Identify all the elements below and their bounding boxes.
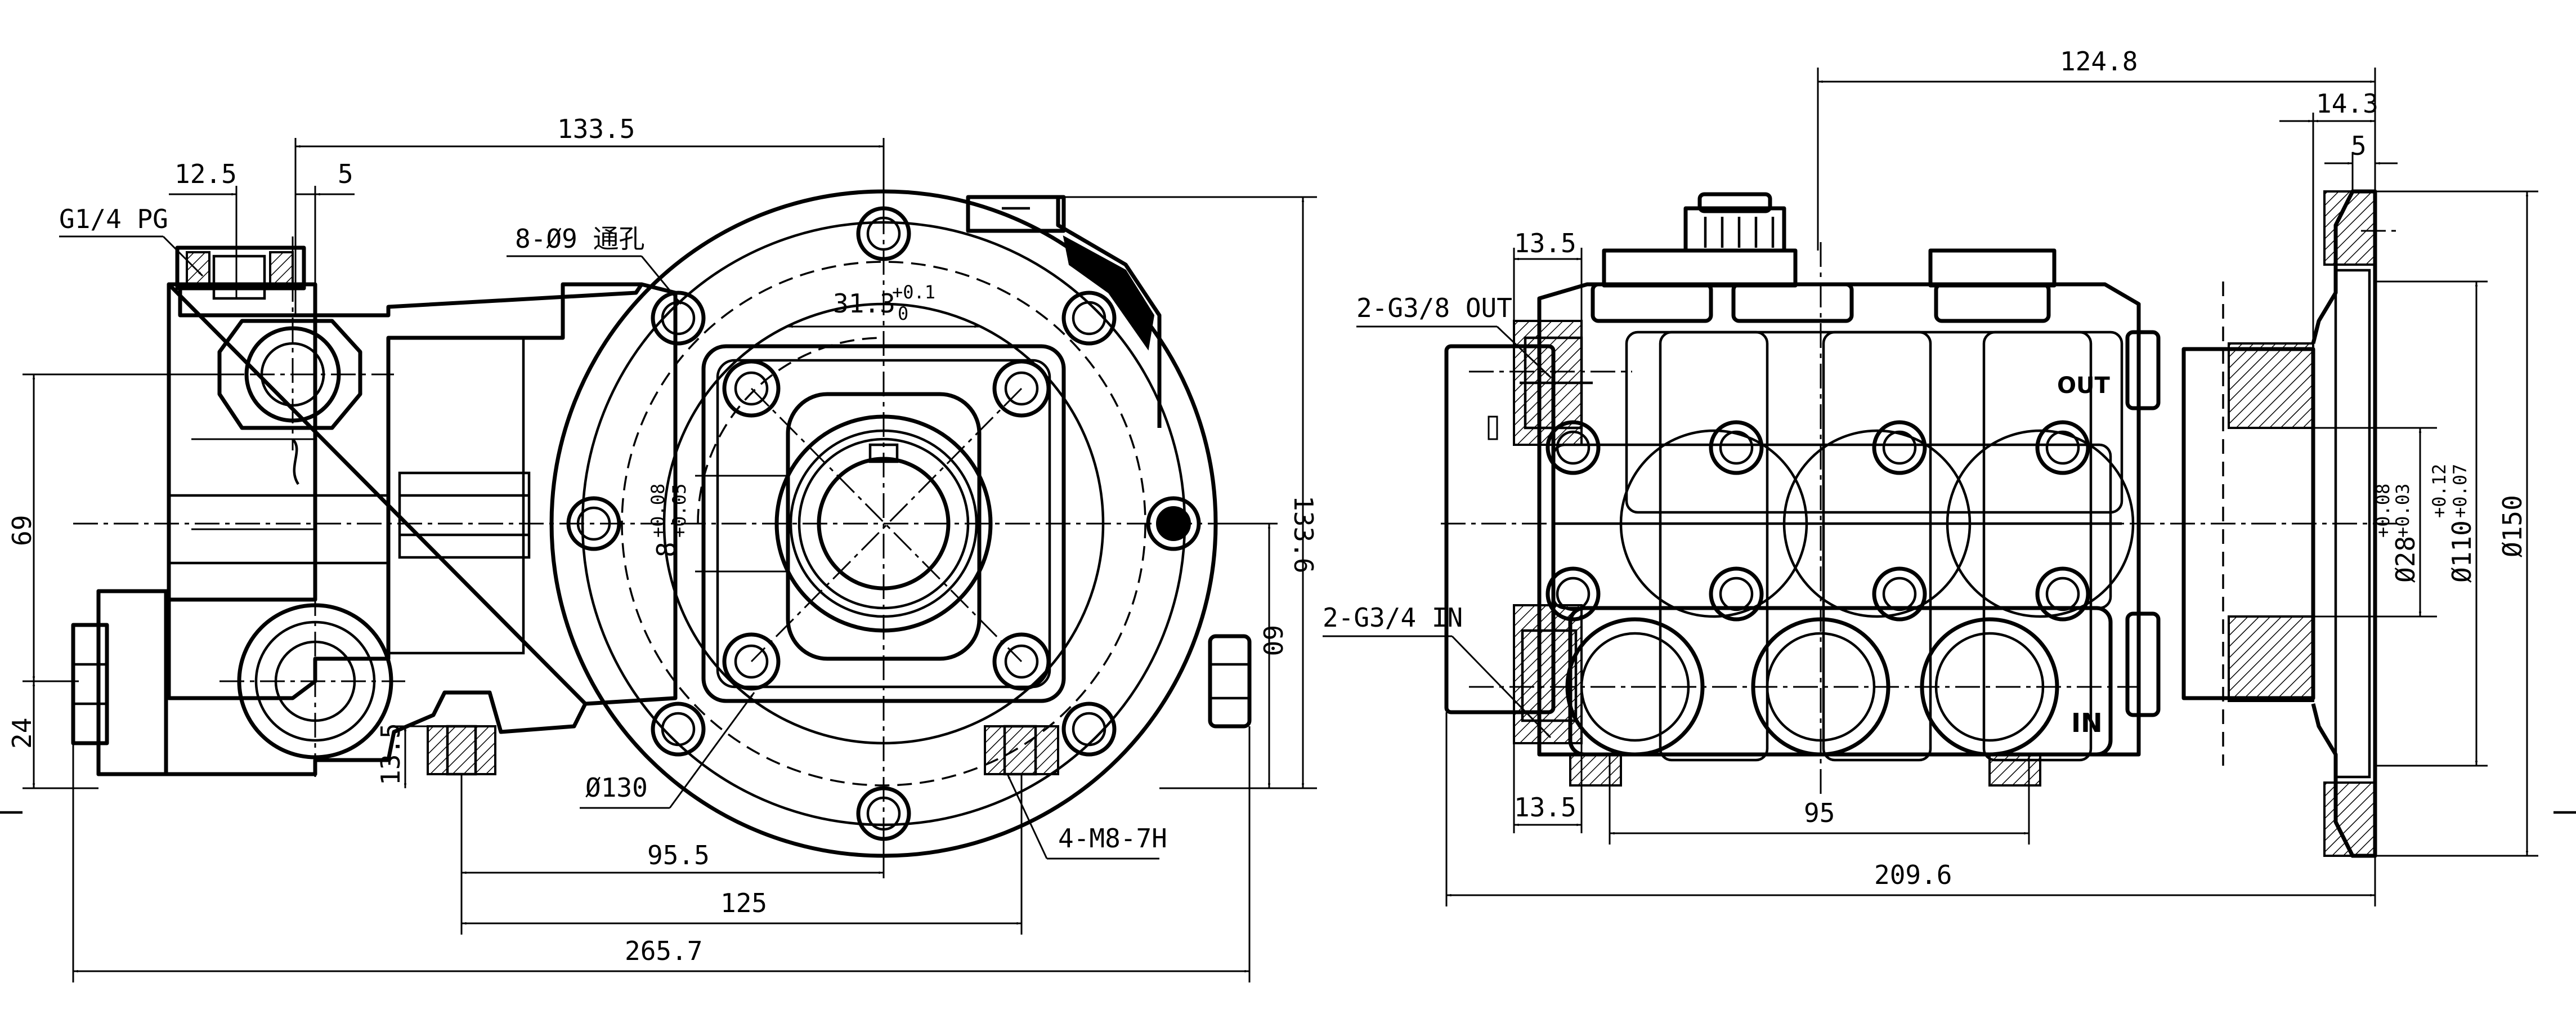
- dim-5-left: 5: [338, 159, 353, 189]
- left-lower-block: [96, 589, 168, 776]
- right-manifold-outline: [1537, 282, 2141, 757]
- left-lower-nut: [71, 623, 109, 745]
- left-plug-hatch-l: [186, 251, 210, 286]
- label-g3-4-in: 2-G3/4 IN: [1323, 602, 1463, 633]
- left-inlet-block: [167, 282, 317, 602]
- tol-31-3-lower: 0: [898, 303, 908, 324]
- dim-69: 69: [7, 515, 37, 546]
- left-inlet-hex: [217, 319, 362, 430]
- tol-8-lower: +0.05: [669, 484, 690, 538]
- left-plug-core: [212, 254, 266, 300]
- dim-5-right: 5: [2351, 131, 2367, 161]
- label-g3-8-out: 2-G3/8 OUT: [1356, 293, 1512, 323]
- left-view-pump-side: 133.5 12.5 5 G1/4 PG 8-Ø9 通孔 31.3 +0.1 0…: [7, 114, 1319, 982]
- dim-125: 125: [720, 888, 767, 918]
- dim-124-8: 124.8: [2060, 46, 2138, 77]
- dim-209-6: 209.6: [1874, 860, 1952, 890]
- left-body-outline: [96, 282, 644, 776]
- tol-110-lower: +0.07: [2449, 464, 2471, 518]
- left-stud-1: [427, 725, 496, 775]
- dim-phi-110: Ø110: [2447, 520, 2477, 583]
- right-flange-top: [2323, 190, 2376, 266]
- dim-133-5: 133.5: [557, 114, 635, 144]
- dim-phi-130: Ø130: [585, 772, 648, 803]
- tol-110-upper: +0.12: [2429, 464, 2450, 518]
- dim-24: 24: [7, 718, 37, 749]
- right-gauge-fitting: [1683, 206, 1786, 253]
- tol-8-upper: +0.08: [647, 484, 669, 538]
- thread-g1-4-pg: G1/4 PG: [59, 204, 168, 234]
- right-inlet-side-port: [1513, 604, 1583, 744]
- left-plug-hatch-r: [269, 251, 294, 286]
- dim-133-6: 133.6: [1288, 495, 1319, 573]
- dim-13-5-left: 13.5: [375, 723, 406, 785]
- mark-in: IN: [2071, 708, 2103, 738]
- dim-95: 95: [1804, 798, 1835, 828]
- tol-31-3-upper: +0.1: [892, 282, 935, 303]
- right-view-manifold-front: OUT IN 124.8 14.3 5: [1323, 46, 2538, 906]
- thread-m8: 4-M8-7H: [1058, 823, 1167, 854]
- dim-13-5-top: 13.5: [1514, 228, 1576, 258]
- mark-out: OUT: [2057, 373, 2110, 399]
- left-stud-2: [984, 725, 1059, 775]
- tol-28-upper: +0.08: [2372, 484, 2394, 538]
- holes-label: 8-Ø9 通孔: [515, 224, 644, 254]
- left-plug-top: [175, 245, 306, 291]
- dim-265-7: 265.7: [625, 936, 702, 966]
- dim-8: 8: [651, 542, 682, 557]
- dim-12-5: 12.5: [174, 159, 237, 189]
- dim-13-5-bottom: 13.5: [1514, 792, 1576, 823]
- tol-28-lower: +0.03: [2392, 484, 2413, 538]
- right-flange-bottom: [2323, 781, 2376, 857]
- dim-60: 60: [1257, 625, 1288, 656]
- dim-14-3: 14.3: [2316, 88, 2378, 119]
- dim-31-3: 31.3: [833, 288, 895, 319]
- dim-phi-28: Ø28: [2390, 536, 2421, 583]
- dim-95-5: 95.5: [647, 840, 710, 870]
- dim-phi-150: Ø150: [2497, 495, 2528, 557]
